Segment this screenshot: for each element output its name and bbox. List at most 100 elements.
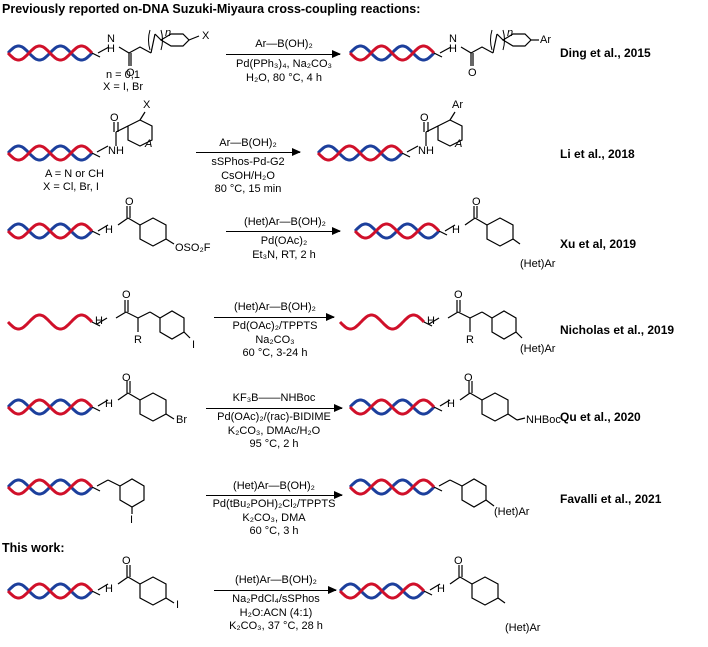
- product-structure: [439, 381, 526, 422]
- linker-bond: [423, 321, 433, 327]
- substituent-label: I: [130, 514, 134, 526]
- linker-bond: [423, 590, 433, 596]
- section-heading-previous: Previously reported on-DNA Suzuki-Miyaur…: [2, 2, 421, 16]
- dna-strand: [338, 313, 426, 331]
- starting-material-structure: [96, 111, 153, 153]
- r-group-label: R: [134, 334, 142, 346]
- reagent-above: Ar—B(OH)₂: [255, 38, 313, 50]
- dna-helix-icon: [316, 144, 411, 162]
- substituent-label: (Het)Ar: [520, 258, 556, 270]
- reaction-arrow: [226, 50, 341, 58]
- dna-helix-icon: [348, 44, 443, 62]
- o-label: O: [110, 112, 119, 124]
- o-label: O: [126, 67, 135, 79]
- substituent-label: Ar: [452, 99, 463, 111]
- o-label: O: [472, 196, 481, 208]
- dna-strand: [6, 144, 94, 162]
- starting-material-structure: [97, 565, 175, 606]
- substituent-label: OSO₂F: [175, 242, 211, 254]
- o-label: O: [122, 372, 131, 384]
- dna-helix-icon: [6, 313, 101, 331]
- o-label: O: [125, 196, 134, 208]
- dna-helix-icon: [6, 398, 101, 416]
- o-label: O: [420, 112, 429, 124]
- substituent-label: (Het)Ar: [505, 622, 541, 634]
- dna-strand: [6, 478, 94, 496]
- dna-helix-icon: [353, 222, 448, 240]
- nh-label: H: [447, 398, 455, 410]
- nh-label: H: [427, 315, 435, 327]
- citation: Qu et al., 2020: [560, 410, 641, 424]
- r-group-label: R: [466, 334, 474, 346]
- o-label: O: [122, 289, 131, 301]
- starting-material-structure: [97, 381, 175, 422]
- reagent-above: (Het)Ar—B(OH)₂: [235, 574, 317, 586]
- linker-bond: [433, 52, 443, 58]
- nh-label: NH: [108, 145, 124, 157]
- nh-label: H: [95, 315, 103, 327]
- product-structure: [406, 111, 463, 153]
- o-label: O: [454, 555, 463, 567]
- reagent-above: KF₃B——NHBoc: [232, 392, 316, 404]
- reagent-above: (Het)Ar—B(OH)₂: [233, 480, 315, 492]
- linker-bond: [433, 406, 443, 412]
- starting-material-structure: [96, 300, 191, 340]
- linker-bond: [91, 486, 101, 492]
- dna-helix-icon: [6, 582, 101, 600]
- linker-bond: [438, 230, 448, 236]
- linker-bond: [91, 152, 101, 158]
- substituent-label: NHBoc: [526, 414, 561, 426]
- substituent-label: (Het)Ar: [520, 343, 556, 355]
- product-structure: [428, 300, 523, 340]
- substituent-label: X: [143, 99, 151, 111]
- nh-label: H: [105, 398, 113, 410]
- section-heading-this-work: This work:: [2, 541, 65, 555]
- substituent-label: (Het)Ar: [494, 506, 530, 518]
- starting-material-structure: [97, 29, 200, 66]
- linker-bond: [401, 152, 411, 158]
- dna-helix-icon: [338, 313, 433, 331]
- citation: Li et al., 2018: [560, 147, 635, 161]
- note-line: A = N or CH: [45, 168, 104, 180]
- dna-strand: [348, 478, 436, 496]
- substituent-label: I: [176, 599, 180, 611]
- dna-strand: [348, 44, 436, 62]
- nh-label: H: [107, 43, 115, 55]
- dna-strand: [353, 222, 441, 240]
- substituent-label: I: [192, 339, 196, 351]
- dna-strand: [338, 582, 426, 600]
- note-line: X = I, Br: [103, 81, 144, 93]
- dna-strand: [316, 144, 404, 162]
- dna-strand: [348, 398, 436, 416]
- dna-helix-icon: [6, 144, 101, 162]
- dna-strand: [6, 222, 94, 240]
- dna-strand: [6, 313, 94, 331]
- reaction-arrow: [214, 313, 335, 321]
- reaction-arrow: [214, 586, 337, 594]
- dna-helix-icon: [348, 478, 443, 496]
- dna-helix-icon: [348, 398, 443, 416]
- product-structure: [444, 206, 521, 247]
- linker-bond: [91, 230, 101, 236]
- nh-label: H: [449, 43, 457, 55]
- dna-strand: [6, 582, 94, 600]
- starting-material-structure: [96, 478, 145, 514]
- reagent-above: (Het)Ar—B(OH)₂: [244, 216, 326, 228]
- linker-bond: [91, 321, 101, 327]
- nh-label: H: [452, 224, 460, 236]
- citation: Ding et al., 2015: [560, 46, 651, 60]
- o-label: O: [454, 289, 463, 301]
- index-label: n: [165, 27, 172, 39]
- dna-helix-icon: [6, 44, 101, 62]
- o-label: O: [468, 67, 477, 79]
- product-structure: [429, 565, 506, 606]
- index-label: n: [507, 27, 514, 39]
- nh-label: H: [105, 224, 113, 236]
- note-line: n = 0,1: [106, 69, 140, 81]
